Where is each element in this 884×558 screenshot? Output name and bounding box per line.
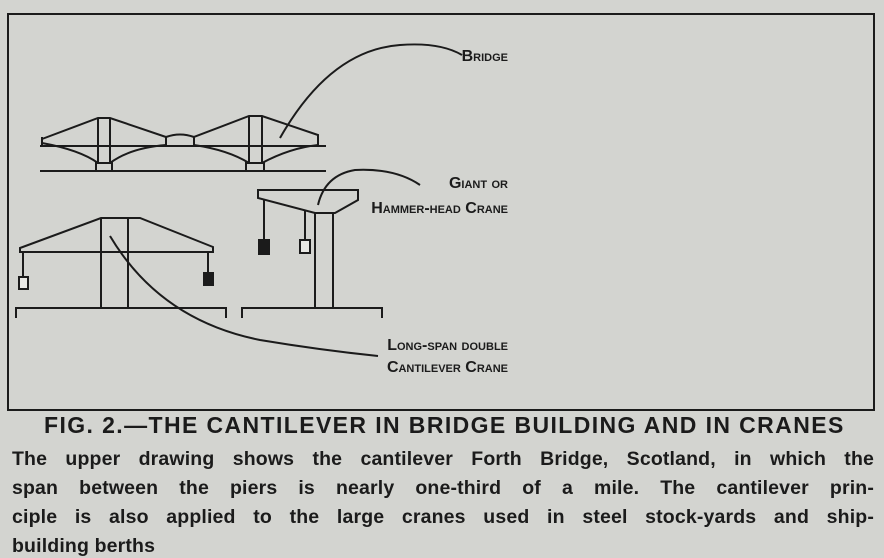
caption-line: The upper drawing shows the cantilever F…	[12, 448, 874, 470]
label-cantilever-crane: Cantilever Crane	[387, 359, 508, 376]
caption-line: building berths	[12, 535, 156, 557]
figure-title: FIG. 2.—THE CANTILEVER IN BRIDGE BUILDIN…	[44, 412, 845, 438]
label-long-span: Long-span double	[387, 337, 508, 354]
hammerhead-crane-drawing	[241, 189, 383, 318]
label-bridge: Bridge	[462, 48, 508, 65]
leader-lines	[109, 43, 463, 357]
label-giant-crane: Giant or	[449, 175, 508, 192]
caption-line: span between the piers is nearly one-thi…	[12, 477, 874, 499]
figure-frame	[7, 13, 875, 411]
caption-line: ciple is also applied to the large crane…	[12, 506, 874, 528]
label-hammerhead-crane: Hammer-head Crane	[371, 200, 508, 217]
forth-bridge-drawing	[40, 115, 326, 172]
cantilever-figure: Bridge Giant or Hammer-head Crane Long-s…	[7, 13, 875, 411]
long-span-crane-drawing	[15, 217, 227, 318]
